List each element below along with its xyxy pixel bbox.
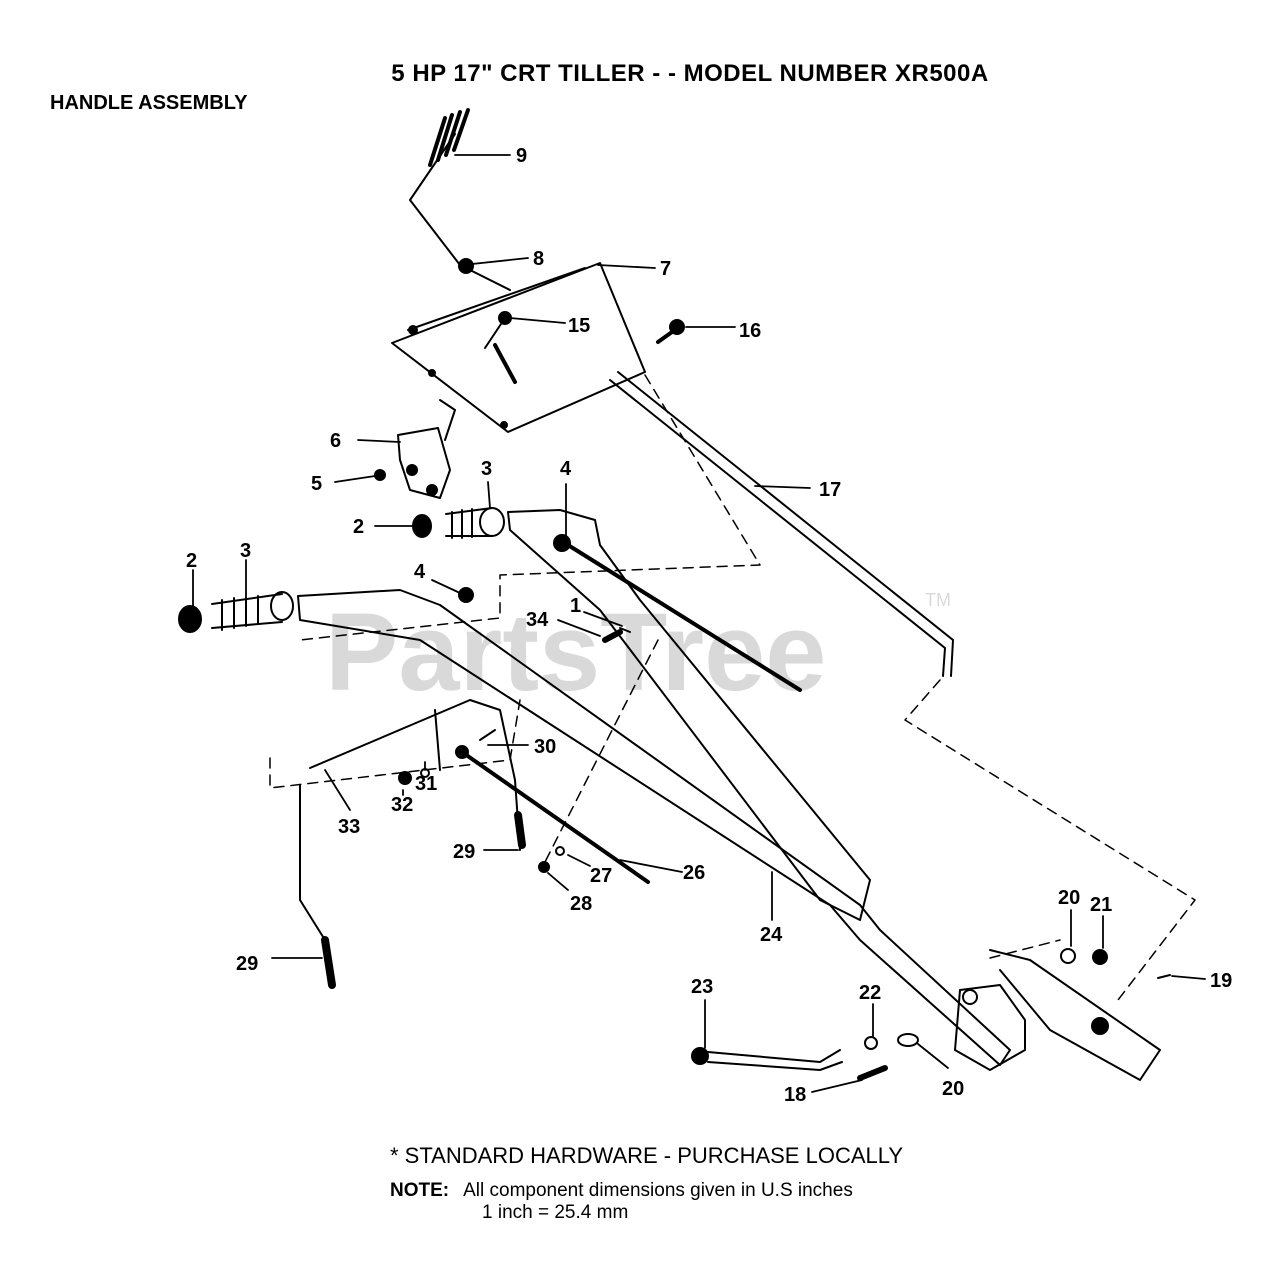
right-grip-part <box>412 507 871 921</box>
shift-rod-part <box>409 108 511 291</box>
callout-6: 6 <box>330 430 341 452</box>
callout-4b: 4 <box>414 561 426 583</box>
bolt-part <box>656 319 685 344</box>
washer-1-part <box>619 627 631 633</box>
washer-part-22 <box>864 1036 878 1050</box>
bracket-part <box>397 399 456 499</box>
spring-part-a <box>514 811 526 849</box>
screw-part-28 <box>538 861 550 873</box>
leader-lines <box>192 154 1206 1093</box>
callout-19: 19 <box>1210 970 1232 992</box>
callout-20a: 20 <box>1058 887 1080 909</box>
note-line-2: 1 inch = 25.4 mm <box>482 1202 629 1223</box>
callout-28: 28 <box>570 893 592 915</box>
callout-21: 21 <box>1090 894 1112 916</box>
callout-34: 34 <box>526 609 549 631</box>
callout-3b: 3 <box>240 540 251 562</box>
handle-base-part <box>954 949 1161 1081</box>
diagram-title: 5 HP 17" CRT TILLER - - MODEL NUMBER XR5… <box>391 60 989 87</box>
callout-24: 24 <box>760 924 783 946</box>
callout-17: 17 <box>819 479 841 501</box>
bolt-part-18 <box>857 1065 888 1081</box>
callout-2b: 2 <box>186 550 197 572</box>
dimension-note: NOTE: All component dimensions given in U… <box>390 1180 853 1224</box>
callout-32: 32 <box>391 794 413 816</box>
watermark-trademark: TM <box>925 590 951 610</box>
callout-2a: 2 <box>353 516 364 538</box>
nut-part <box>374 469 386 481</box>
nut-part-21 <box>1092 949 1108 965</box>
callout-15: 15 <box>568 315 590 337</box>
callout-29b: 29 <box>236 953 258 975</box>
callout-29a: 29 <box>453 841 475 863</box>
diagram-subtitle: HANDLE ASSEMBLY <box>50 92 248 114</box>
spring-part-b <box>321 936 336 989</box>
callout-7: 7 <box>660 258 671 280</box>
lever-part <box>299 699 650 941</box>
control-panel-part <box>391 262 646 433</box>
callout-1: 1 <box>570 595 581 617</box>
nut-part-4b <box>458 587 474 603</box>
handle-frame-part <box>609 371 954 677</box>
bolt-34-part <box>602 629 623 643</box>
note-label: NOTE: <box>390 1180 450 1201</box>
callout-5: 5 <box>311 473 322 495</box>
callout-9: 9 <box>516 145 527 167</box>
pin-part-19 <box>1157 974 1171 979</box>
callout-3a: 3 <box>481 458 492 480</box>
callout-23: 23 <box>691 976 713 998</box>
washer-part-20a <box>1060 948 1076 964</box>
callout-33: 33 <box>338 816 360 838</box>
shift-lever-part <box>691 1047 843 1071</box>
callout-27: 27 <box>590 865 612 887</box>
bushing-part <box>458 258 474 274</box>
callout-8: 8 <box>533 248 544 270</box>
callout-22: 22 <box>859 982 881 1004</box>
washer-part-27 <box>555 846 565 856</box>
callout-4a: 4 <box>560 458 572 480</box>
callout-31: 31 <box>415 773 437 795</box>
callout-18: 18 <box>784 1084 806 1106</box>
callout-26: 26 <box>683 862 705 884</box>
nut-part-4a <box>553 534 571 552</box>
callout-30: 30 <box>534 736 556 758</box>
spacer-part-20b <box>897 1033 919 1047</box>
nut-part-32 <box>398 771 412 785</box>
standard-hardware-note: * STANDARD HARDWARE - PURCHASE LOCALLY <box>390 1143 904 1168</box>
callout-20b: 20 <box>942 1078 964 1100</box>
left-grip-part <box>178 589 1011 1066</box>
note-line-1: All component dimensions given in U.S in… <box>463 1180 853 1201</box>
callout-16: 16 <box>739 320 761 342</box>
